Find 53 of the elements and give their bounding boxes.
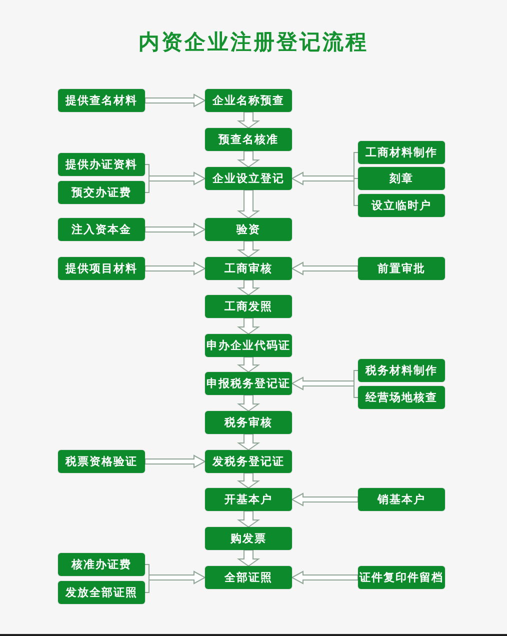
arrow <box>236 190 260 219</box>
process-step: 税票资格验证 <box>58 450 145 473</box>
arrow <box>236 240 260 258</box>
process-step: 申办企业代码证 <box>205 334 292 357</box>
arrow <box>290 492 358 506</box>
bracket-arrow <box>144 164 206 193</box>
bracket-arrow <box>144 564 206 593</box>
process-step: 提供查名材料 <box>58 89 145 112</box>
diagram-title: 内资企业注册登记流程 <box>138 29 368 56</box>
process-step: 发税务登记证 <box>205 450 292 473</box>
process-step: 刻章 <box>358 167 445 190</box>
process-step: 税务审核 <box>205 411 292 434</box>
process-step: 申报税务登记证 <box>205 372 292 395</box>
process-step: 企业设立登记 <box>205 167 292 190</box>
process-step: 税务材料制作 <box>358 359 445 382</box>
process-step: 工商发照 <box>205 295 292 318</box>
process-step: 开基本户 <box>205 488 292 511</box>
process-step: 核准办证费 <box>58 553 145 576</box>
process-step: 前置审批 <box>358 257 445 280</box>
process-step: 企业名称预查 <box>205 89 292 112</box>
arrow <box>290 570 358 584</box>
process-step: 预交办证费 <box>58 181 145 204</box>
process-step: 购发票 <box>205 527 292 550</box>
process-step: 验资 <box>205 218 292 241</box>
arrow <box>144 262 206 276</box>
arrow <box>236 472 260 489</box>
arrow <box>236 356 260 373</box>
arrow <box>144 222 206 236</box>
process-step: 工商审核 <box>205 257 292 280</box>
arrow <box>236 550 260 567</box>
process-step: 全部证照 <box>205 566 292 589</box>
arrow <box>144 94 206 108</box>
process-step: 证件复印件留档 <box>358 566 445 589</box>
bracket-arrow <box>290 370 358 398</box>
process-step: 经营场地核查 <box>358 386 445 409</box>
process-step: 工商材料制作 <box>358 141 445 164</box>
arrow <box>236 394 260 412</box>
arrow <box>290 262 358 276</box>
process-step: 发放全部证照 <box>58 581 145 604</box>
arrow <box>236 434 260 451</box>
process-step: 销基本户 <box>358 488 445 511</box>
arrow <box>236 112 260 129</box>
arrow <box>236 280 260 296</box>
process-step: 提供办证资料 <box>58 153 145 176</box>
process-step: 注入资本金 <box>58 218 145 241</box>
arrow <box>144 454 206 468</box>
bracket-arrow <box>290 152 358 206</box>
process-step: 预查名核准 <box>205 128 292 151</box>
arrow <box>236 318 260 335</box>
process-step: 设立临时户 <box>358 194 445 217</box>
arrow <box>236 510 260 528</box>
arrow <box>236 150 260 168</box>
process-step: 提供项目材料 <box>58 257 145 280</box>
